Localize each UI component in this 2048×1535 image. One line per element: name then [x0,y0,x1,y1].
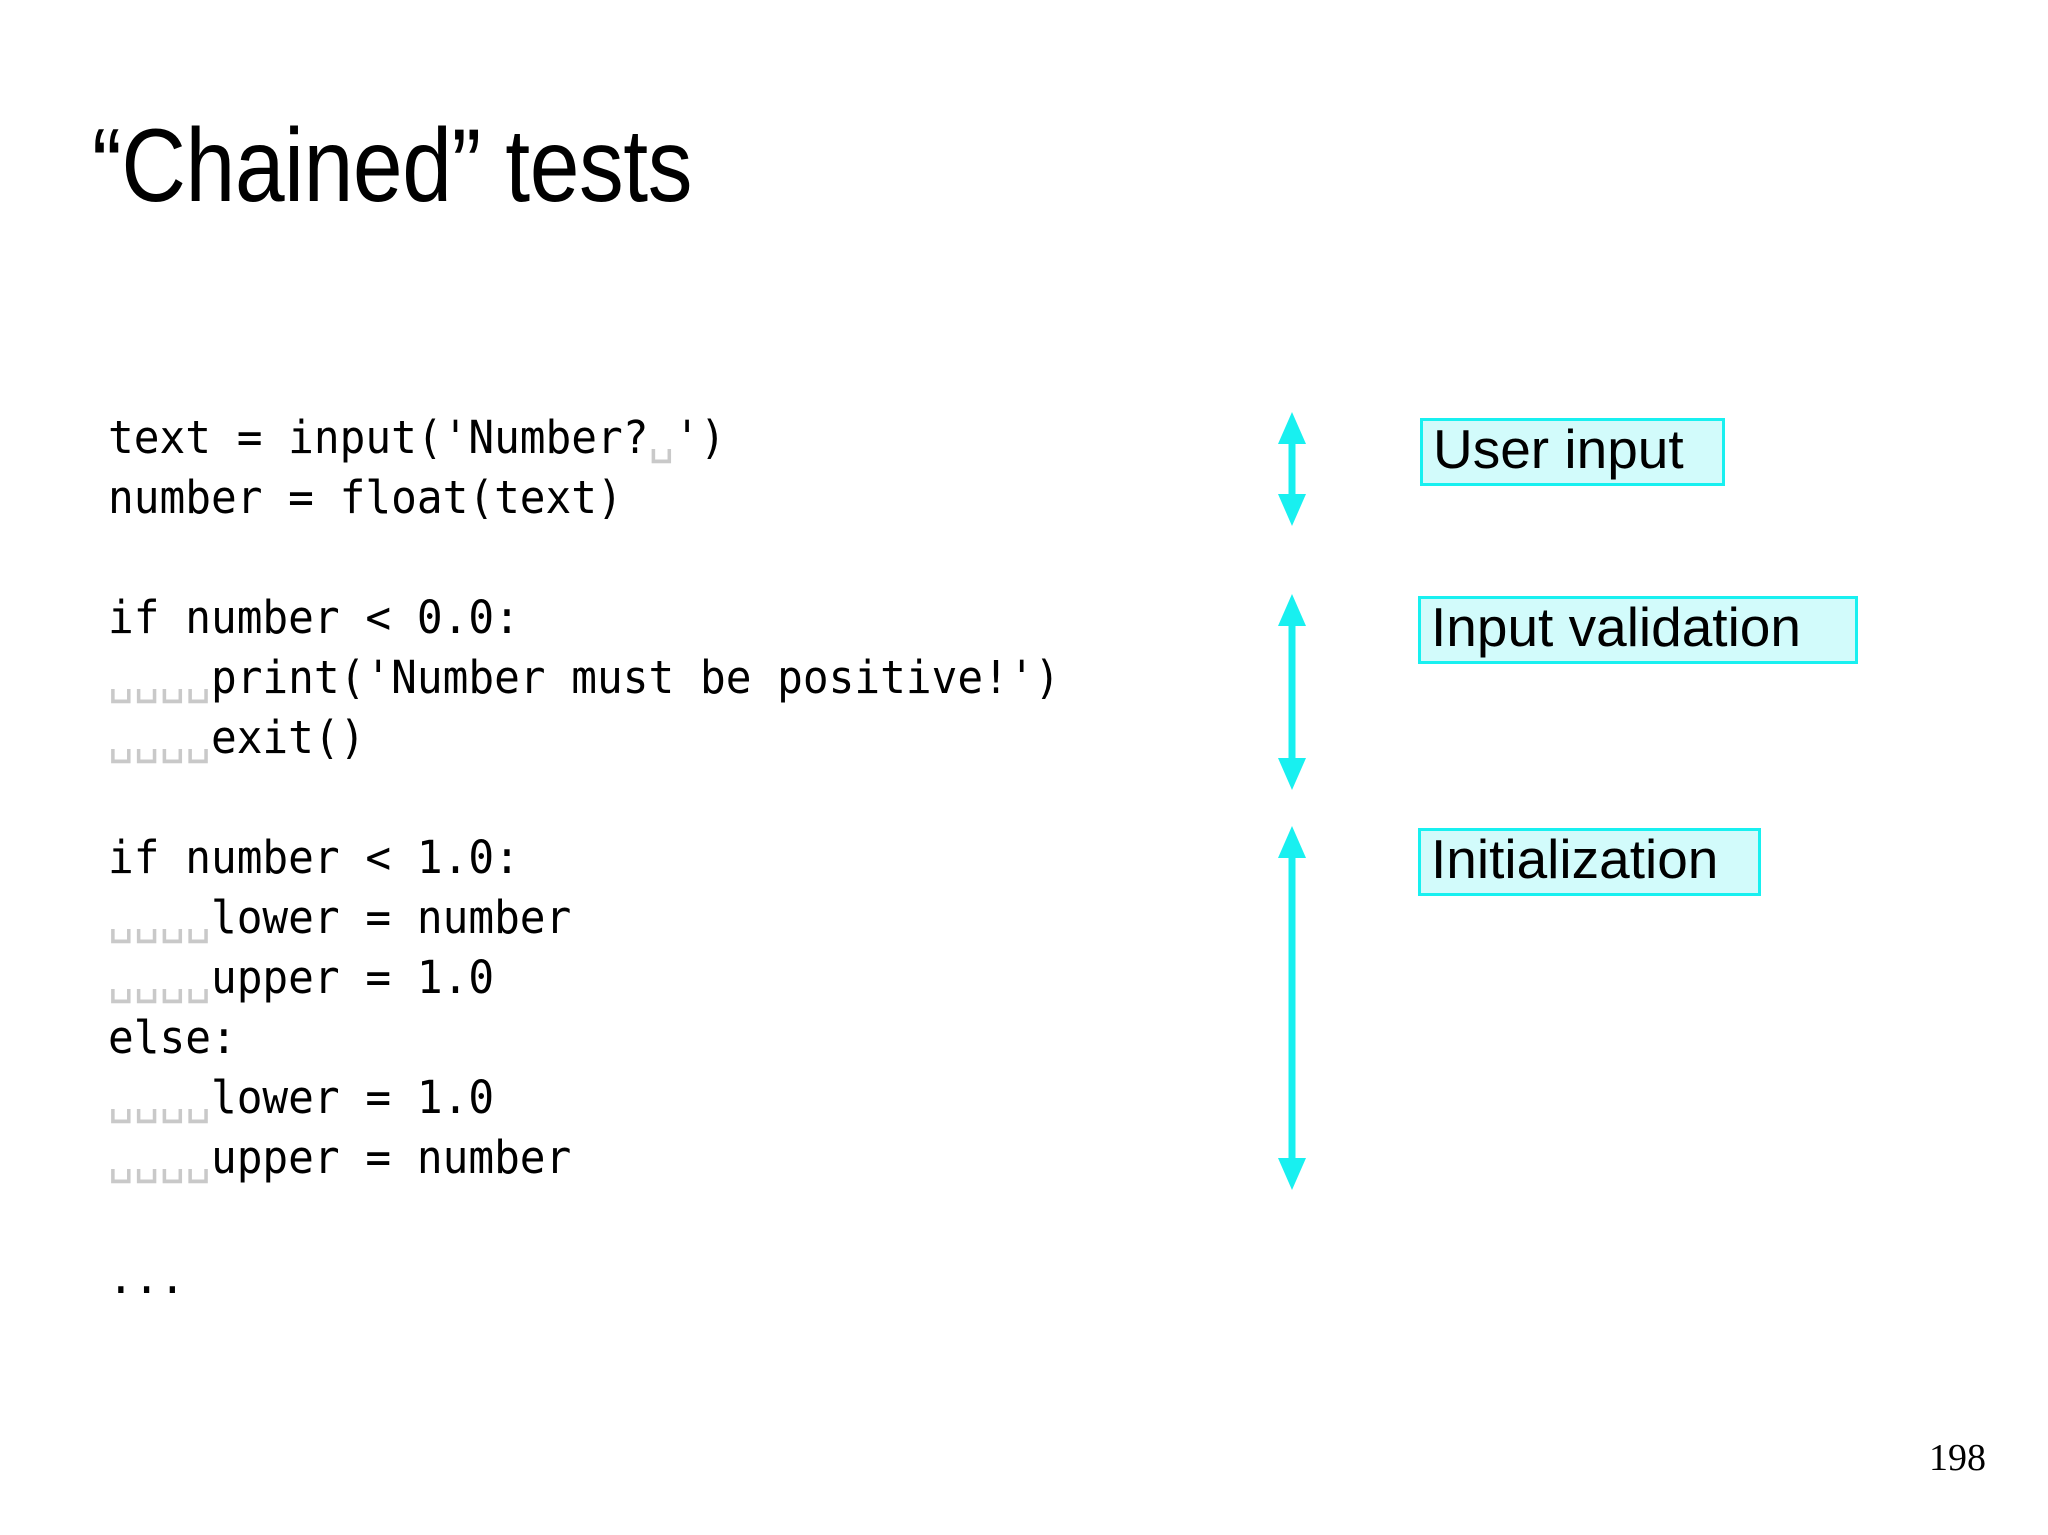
span-arrow-user-input [1278,412,1306,526]
indent-whitespace-glyphs: ␣␣␣␣ [108,951,211,1004]
code-text: upper = 1.0 [210,951,495,1004]
code-text: print('Number must be positive!') [210,651,1061,704]
code-line: text = input('Number?␣') [108,408,1060,468]
code-text: upper = number [210,1131,572,1184]
code-text: if number < 0.0: [108,591,520,644]
page-number: 198 [1929,1437,1986,1479]
code-line: ␣␣␣␣lower = number [108,888,1060,948]
code-line [108,1188,1060,1248]
code-line: if number < 0.0: [108,588,1060,648]
space-glyph: ␣ [648,411,675,464]
indent-whitespace-glyphs: ␣␣␣␣ [108,891,211,944]
code-line: if number < 1.0: [108,828,1060,888]
code-text: ... [108,1251,186,1304]
code-text: exit() [210,711,366,764]
code-text: else: [108,1011,237,1064]
code-text: lower = 1.0 [210,1071,495,1124]
code-line: ␣␣␣␣upper = 1.0 [108,948,1060,1008]
callout-label: Input validation [1431,595,1801,658]
code-line: else: [108,1008,1060,1068]
code-line [108,768,1060,828]
indent-whitespace-glyphs: ␣␣␣␣ [108,1071,211,1124]
code-line [108,528,1060,588]
code-line: ␣␣␣␣lower = 1.0 [108,1068,1060,1128]
code-text: number = float(text) [108,471,623,524]
callout-label: Initialization [1431,827,1719,890]
indent-whitespace-glyphs: ␣␣␣␣ [108,711,211,764]
indent-whitespace-glyphs: ␣␣␣␣ [108,1131,211,1184]
callout-initialization: Initialization [1418,828,1761,896]
code-line: ... [108,1248,1060,1308]
code-line: ␣␣␣␣print('Number must be positive!') [108,648,1060,708]
code-text: lower = number [210,891,572,944]
code-line: number = float(text) [108,468,1060,528]
span-arrow-initialization [1278,826,1306,1190]
page-title: “Chained” tests [92,108,693,224]
callout-input-validation: Input validation [1418,596,1858,664]
code-text: text = input('Number? [108,411,649,464]
callout-user-input: User input [1420,418,1725,486]
code-line: ␣␣␣␣upper = number [108,1128,1060,1188]
code-block: text = input('Number?␣')number = float(t… [108,408,1060,1308]
callout-label: User input [1433,417,1684,480]
code-text: if number < 1.0: [108,831,520,884]
code-line: ␣␣␣␣exit() [108,708,1060,768]
code-text: ') [674,411,726,464]
span-arrow-input-validation [1278,594,1306,790]
indent-whitespace-glyphs: ␣␣␣␣ [108,651,211,704]
